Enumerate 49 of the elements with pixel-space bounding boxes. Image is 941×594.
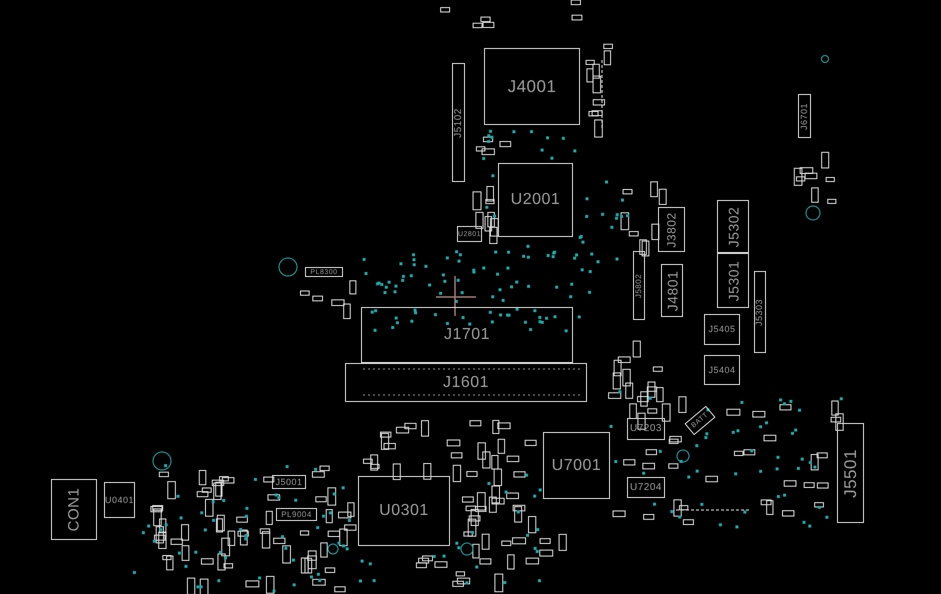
component-outline [498, 163, 573, 237]
reference-designator: J5303 [756, 298, 764, 326]
component-outline [305, 267, 343, 277]
reference-designator: J3802 [666, 212, 678, 248]
reference-designator: U7204 [630, 482, 662, 492]
component-outline [484, 48, 580, 125]
reference-designator: J5302 [726, 206, 740, 247]
component-outline [457, 226, 482, 242]
reference-designator: J5501 [842, 448, 859, 498]
component-outline [452, 63, 465, 182]
component-outline [345, 363, 587, 402]
reference-designator: J5001 [275, 478, 303, 486]
component-outline [837, 423, 864, 523]
component-outline [704, 314, 740, 345]
component-outline [361, 307, 573, 363]
component-outline [272, 475, 306, 489]
reference-designator: U0401 [104, 496, 134, 504]
component-outline [358, 476, 450, 546]
reference-designator: U7203 [630, 424, 662, 434]
component-outline [627, 477, 665, 498]
reference-designator: PL9004 [281, 510, 312, 518]
reference-designator: J6701 [800, 102, 809, 130]
reference-designator: J5404 [708, 366, 736, 374]
component-outline [717, 200, 749, 253]
component-outline [754, 271, 766, 353]
reference-designator: J5802 [635, 273, 643, 298]
component-outline [276, 508, 317, 521]
component-outline [684, 406, 716, 436]
component-outline [704, 355, 740, 385]
reference-designator: U7001 [552, 458, 602, 474]
component-outline [104, 482, 135, 518]
reference-designator: U2001 [510, 192, 560, 208]
component-outline [661, 264, 683, 317]
reference-designator: J1601 [442, 374, 490, 390]
reference-designator: J5405 [708, 325, 736, 334]
reference-designator: J4801 [665, 270, 679, 311]
component-outline [543, 432, 610, 499]
component-outline [627, 418, 665, 440]
reference-designator: J4001 [508, 78, 556, 95]
reference-designator: J5102 [454, 108, 464, 138]
component-outline [717, 253, 749, 308]
component-outline [658, 207, 685, 252]
reference-designator: CON1 [66, 488, 82, 532]
component-outline [798, 94, 811, 138]
component-outline [51, 479, 97, 540]
component-outline [633, 251, 645, 320]
reference-designator: U0301 [379, 503, 429, 519]
reference-designator: J5301 [726, 260, 740, 301]
reference-designator: J1701 [444, 327, 490, 343]
